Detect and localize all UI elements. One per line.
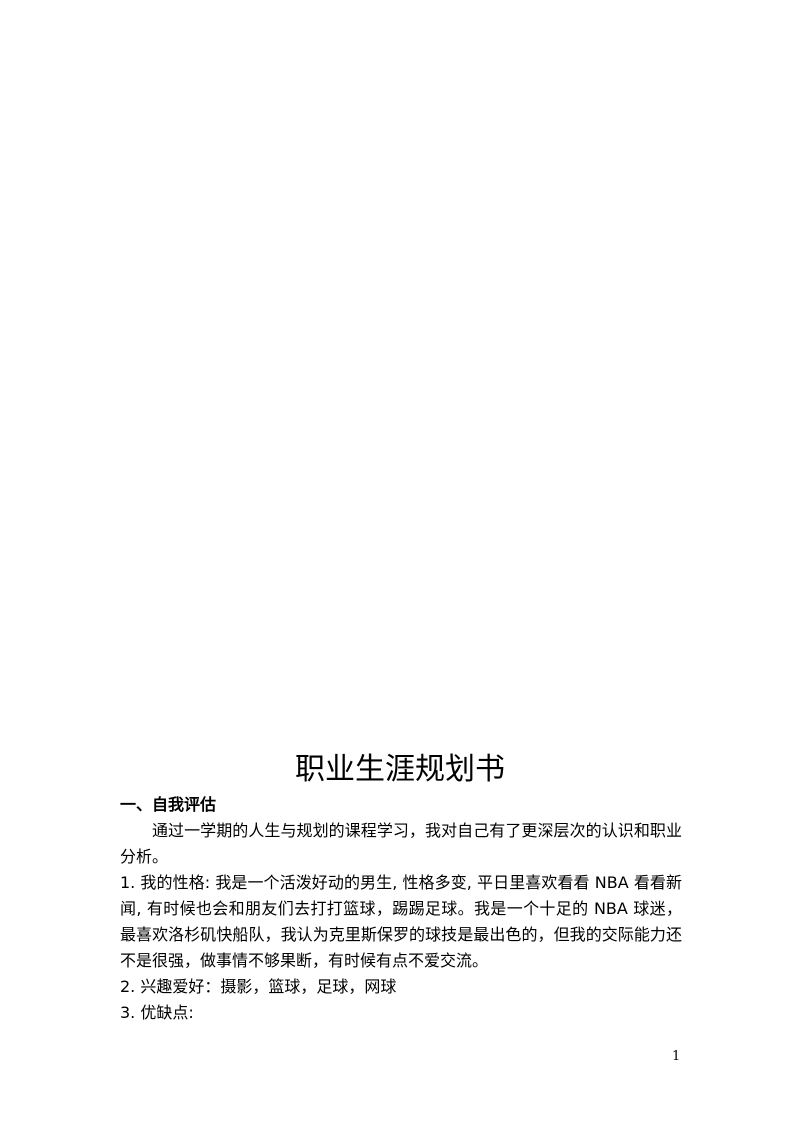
strengths-weaknesses-paragraph: 3. 优缺点: (120, 1003, 194, 1022)
intro-paragraph: 通过一学期的人生与规划的课程学习，我对自己有了更深层次的认识和职业分析。 (120, 821, 682, 866)
personality-paragraph: 1. 我的性格: 我是一个活泼好动的男生, 性格多变, 平日里喜欢看看 NBA … (120, 873, 682, 970)
hobbies-paragraph: 2. 兴趣爱好：摄影，篮球，足球，网球 (120, 977, 397, 996)
page-number: 1 (672, 1049, 681, 1064)
section-heading-self-assessment: 一、自我评估 (120, 795, 217, 814)
document-title: 职业生涯规划书 (295, 752, 505, 787)
document-body: 一、自我评估 通过一学期的人生与规划的课程学习，我对自己有了更深层次的认识和职业… (120, 792, 682, 1026)
